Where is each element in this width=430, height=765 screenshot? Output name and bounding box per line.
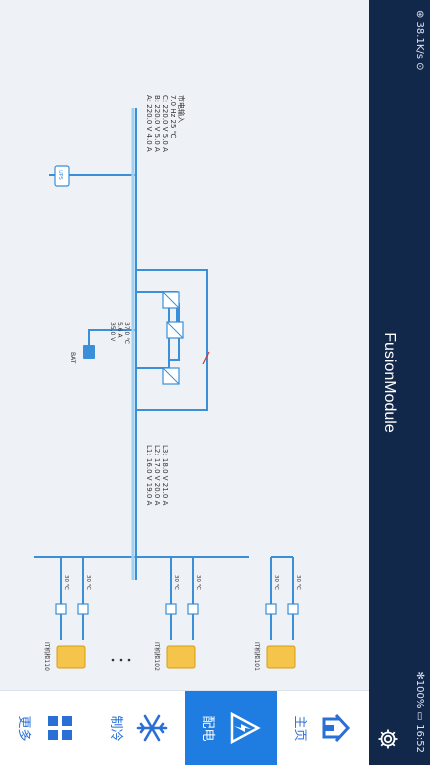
title-bar: FusionModule bbox=[369, 0, 406, 765]
more-cabinets-dot bbox=[111, 658, 115, 662]
network-speed: ⊛ 38.1K/s ⊙ bbox=[414, 10, 425, 71]
more-cabinets-dot bbox=[119, 658, 123, 662]
breaker-box[interactable] bbox=[165, 603, 177, 615]
input-line-a: A: 220.0 V 4.0 A bbox=[145, 95, 153, 152]
output-line-2: L2: 17.0 V 20.0 A bbox=[153, 445, 161, 506]
battery-time: ✻100% ▭ 16:52 bbox=[414, 671, 425, 753]
it-cabinet-icon[interactable] bbox=[166, 645, 196, 669]
rectifier-top-icon[interactable] bbox=[162, 367, 180, 385]
nav-home[interactable]: 主页 bbox=[277, 691, 369, 765]
feeder-temperature: 30 ℃ bbox=[85, 575, 92, 590]
it-cabinet-label: IT机柜110 bbox=[43, 642, 51, 671]
power-icon bbox=[230, 711, 261, 745]
battery-current: 5.6 A bbox=[116, 322, 123, 338]
side-nav: 主页 配电 制冷 bbox=[0, 690, 369, 765]
nav-cooling[interactable]: 制冷 bbox=[93, 691, 185, 765]
input-readings: A: 220.0 V 4.0 A B: 220.0 V 5.0 A C: 220… bbox=[145, 95, 186, 152]
bypass-switch-icon bbox=[202, 351, 210, 365]
output-line-3: L3: 18.0 V 21.0 A bbox=[161, 445, 169, 506]
battery-temp: 37.0 ℃ bbox=[123, 322, 130, 344]
grid-icon bbox=[48, 716, 72, 740]
status-bar: ⊛ 38.1K/s ⊙ ✻100% ▭ 16:52 bbox=[406, 0, 430, 765]
nav-more-label: 更多 bbox=[16, 715, 31, 742]
output-readings: L1: 16.0 V 19.0 A L2: 17.0 V 20.0 A L3: … bbox=[145, 445, 169, 506]
battery-readings: 35.0 V 5.6 A 37.0 ℃ bbox=[109, 322, 130, 344]
ups-label: UPS bbox=[57, 170, 63, 180]
nav-power-distribution[interactable]: 配电 bbox=[185, 691, 277, 765]
input-line-c: C: 220.0 V 5.0 A bbox=[161, 95, 169, 152]
inverter-icon[interactable] bbox=[166, 321, 184, 339]
ups-box[interactable]: UPS bbox=[54, 165, 70, 187]
rectifier-bottom-icon[interactable] bbox=[162, 291, 180, 309]
home-icon bbox=[322, 713, 351, 743]
feeder-temperature: 30 ℃ bbox=[173, 575, 180, 590]
breaker-box[interactable] bbox=[55, 603, 67, 615]
bypass-frame-line bbox=[136, 269, 208, 411]
snowflake-icon bbox=[136, 714, 168, 742]
page-title: FusionModule bbox=[381, 332, 398, 433]
feeder-temperature: 30 ℃ bbox=[63, 575, 70, 590]
cabinet-group: 30 ℃ 30 ℃ IT机柜101 30 ℃ 30 ℃ IT机柜102 30 ℃ 30 ℃ IT… bbox=[43, 556, 302, 671]
output-line-1: L1: 16.0 V 19.0 A bbox=[145, 445, 153, 506]
feeder-temperature: 30 ℃ bbox=[195, 575, 202, 590]
it-cabinet-icon[interactable] bbox=[266, 645, 296, 669]
breaker-box[interactable] bbox=[77, 603, 89, 615]
input-line-b: B: 220.0 V 5.0 A bbox=[153, 95, 161, 152]
breaker-box[interactable] bbox=[187, 603, 199, 615]
feeder-temperature: 30 ℃ bbox=[273, 575, 280, 590]
distribution-diagram-area: A: 220.0 V 4.0 A B: 220.0 V 5.0 A C: 220… bbox=[34, 95, 302, 672]
it-cabinet-icon[interactable] bbox=[56, 645, 86, 669]
battery-voltage: 35.0 V bbox=[109, 322, 116, 342]
battery-box[interactable] bbox=[83, 345, 95, 359]
battery-label: BAT bbox=[69, 352, 76, 364]
breaker-box[interactable] bbox=[265, 603, 277, 615]
nav-cooling-label: 制冷 bbox=[108, 715, 123, 742]
settings-gear-icon[interactable] bbox=[376, 727, 400, 751]
breaker-box[interactable] bbox=[287, 603, 299, 615]
it-cabinet-label: IT机柜102 bbox=[153, 642, 161, 671]
feeder-temperature: 30 ℃ bbox=[295, 575, 302, 590]
battery-branch-line bbox=[88, 329, 136, 345]
more-cabinets-dot bbox=[127, 658, 131, 662]
input-caption: 市电输入 bbox=[177, 95, 186, 123]
nav-home-label: 主页 bbox=[292, 715, 307, 742]
nav-more[interactable]: 更多 bbox=[1, 691, 93, 765]
it-cabinet-label: IT机柜101 bbox=[253, 642, 261, 671]
nav-power-label: 配电 bbox=[200, 715, 215, 742]
power-distribution-diagram: A: 220.0 V 4.0 A B: 220.0 V 5.0 A C: 220… bbox=[34, 95, 302, 671]
input-line-freq: 7.0 Hz 25 ℃ bbox=[169, 95, 177, 139]
